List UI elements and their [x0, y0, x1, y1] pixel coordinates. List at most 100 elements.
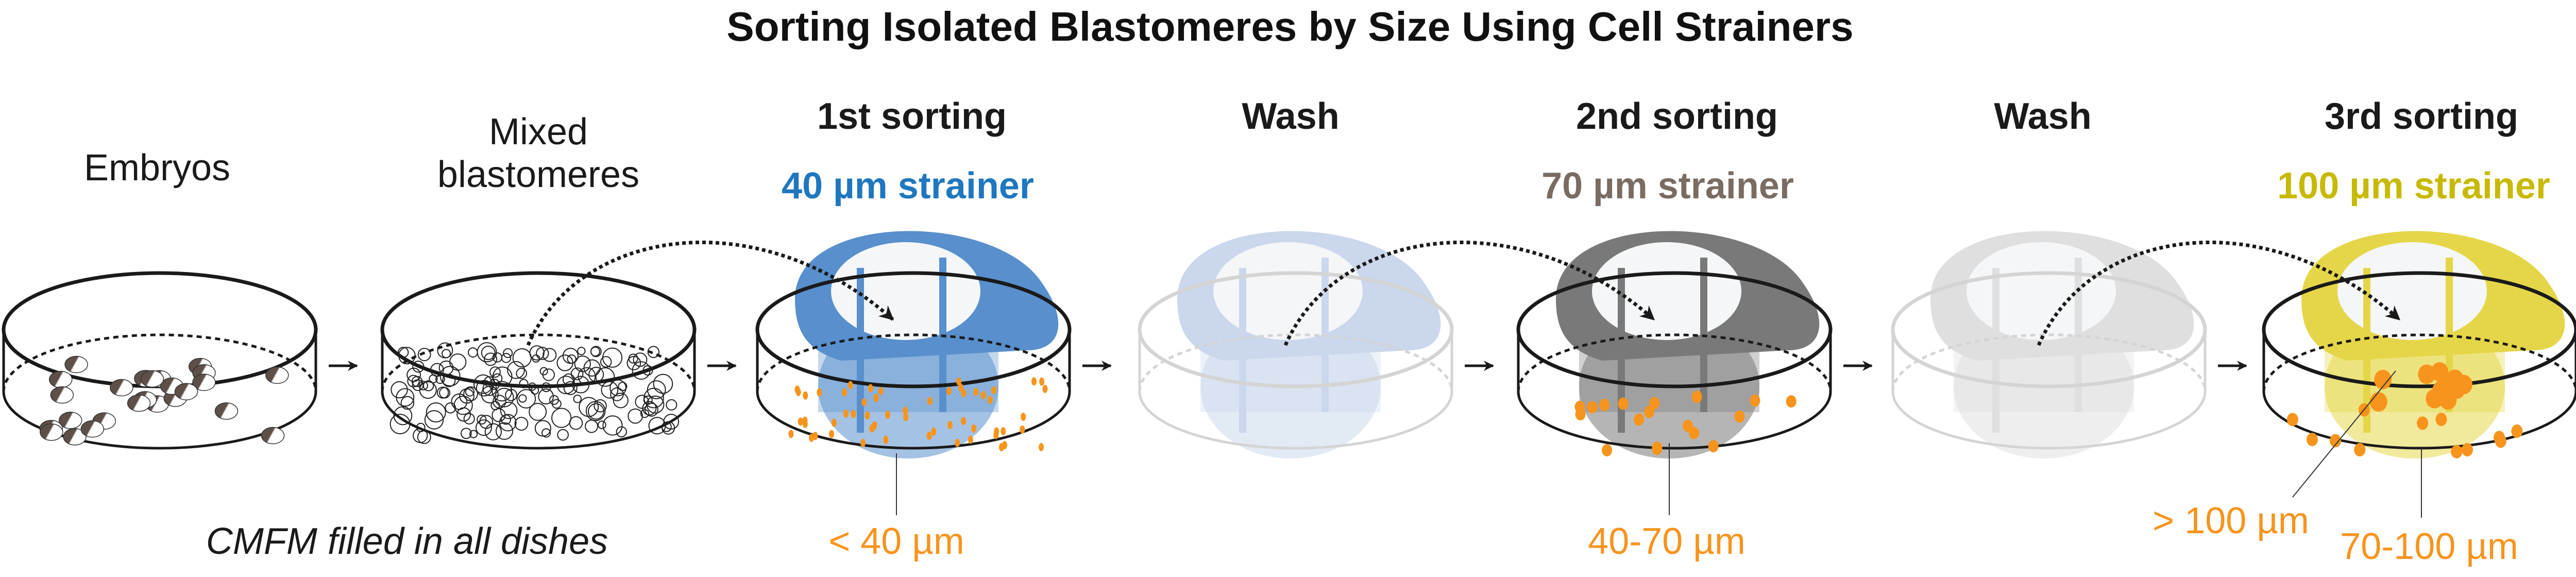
blastomere: [477, 414, 487, 425]
blastomere: [578, 367, 596, 385]
small-cell: [1031, 377, 1037, 386]
dish-rim: [1516, 271, 1833, 388]
medium-cell: [1652, 443, 1663, 455]
blastomere: [529, 345, 545, 361]
blastomere: [391, 381, 408, 399]
medium-cell: [2493, 431, 2505, 445]
blastomere: [541, 382, 551, 393]
blastomere: [609, 379, 626, 397]
small-cell: [987, 396, 993, 404]
blastomere: [595, 367, 615, 387]
stage-label-2nd-sorting: 2nd sorting: [1576, 96, 1778, 137]
transfer-arrow: [526, 240, 894, 346]
blastomere: [661, 421, 672, 432]
blastomere: [538, 388, 554, 404]
small-cell: [955, 438, 960, 447]
blastomere: [475, 419, 492, 436]
blastomere: [602, 347, 623, 368]
medium-cell: [2435, 413, 2447, 427]
blastomere: [417, 430, 431, 444]
blastomere: [562, 348, 579, 364]
small-cell: [794, 385, 800, 394]
medium-cell: [1599, 399, 1610, 412]
blastomere: [653, 374, 673, 394]
blastomere: [569, 416, 583, 430]
dish-rim: [755, 271, 1072, 388]
dish-bottom-back: [756, 333, 1071, 392]
blastomere: [536, 347, 549, 360]
small-cell: [1021, 413, 1026, 421]
embryo: [48, 370, 73, 388]
blastomere: [507, 361, 525, 379]
blastomere: [501, 353, 512, 363]
blastomere: [495, 422, 514, 440]
dish-wall: [381, 330, 696, 450]
blastomere: [417, 348, 431, 362]
blastomere: [531, 386, 539, 395]
cell-strainer: [1930, 231, 2194, 459]
blastomere: [451, 393, 468, 410]
embryo: [64, 355, 88, 374]
embryo: [127, 394, 151, 412]
embryo: [50, 386, 74, 404]
dish-bottom-back: [1517, 333, 1832, 392]
dish-6: [2262, 231, 2576, 459]
medium-cell: [2330, 434, 2342, 448]
medium-cell: [1618, 397, 1629, 410]
small-cell: [961, 388, 967, 397]
small-cell: [873, 394, 879, 402]
dish-wall: [1138, 330, 1453, 450]
blastomere: [412, 379, 424, 391]
blastomere: [505, 388, 518, 401]
small-cell: [885, 411, 890, 419]
blastomere: [439, 366, 461, 387]
embryo: [63, 428, 87, 446]
blastomere: [477, 342, 497, 363]
blastomere: [473, 374, 493, 394]
strainer-rib: [1239, 268, 1246, 433]
dish-bottom-back: [1138, 333, 1453, 392]
blastomere: [598, 420, 606, 430]
blastomere: [613, 393, 629, 409]
medium-cell: [1574, 400, 1585, 413]
small-cell: [1042, 384, 1048, 393]
small-cell: [872, 421, 877, 430]
small-cell: [993, 431, 999, 439]
small-cell: [817, 388, 822, 397]
blastomere: [437, 342, 453, 359]
medium-cell: [1587, 401, 1598, 414]
small-cell: [860, 438, 866, 447]
blastomere: [467, 347, 478, 358]
small-cell: [902, 406, 908, 415]
strainer-rib: [1618, 268, 1625, 433]
blastomere: [543, 348, 557, 362]
small-cell: [973, 387, 979, 396]
dish-5: [1891, 231, 2207, 459]
embryo: [59, 412, 82, 429]
medium-cell: [1750, 394, 1760, 407]
blastomere: [449, 353, 467, 371]
medium-cell: [2451, 445, 2463, 459]
blastomere: [628, 353, 638, 364]
embryo: [265, 366, 289, 384]
size-label-over-100: > 100 µm: [2153, 500, 2309, 541]
blastomere: [512, 348, 532, 368]
large-cell: [2374, 369, 2392, 389]
dish-rim: [380, 271, 697, 388]
strainer-opening: [1592, 242, 1741, 340]
blastomere: [556, 354, 573, 371]
embryo: [40, 423, 63, 441]
medium-cell: [2511, 424, 2523, 438]
medium-cell: [1602, 444, 1613, 456]
blastomere: [600, 356, 612, 368]
blastomere: [488, 378, 500, 390]
blastomere: [484, 423, 502, 440]
blastomere: [397, 347, 409, 358]
blastomere: [647, 346, 660, 358]
medium-cell: [1786, 395, 1797, 408]
small-cell: [843, 409, 849, 418]
medium-note: CMFM filled in all dishes: [206, 521, 608, 562]
blastomere: [588, 366, 604, 383]
blastomere: [632, 361, 651, 380]
blastomere: [541, 428, 551, 438]
